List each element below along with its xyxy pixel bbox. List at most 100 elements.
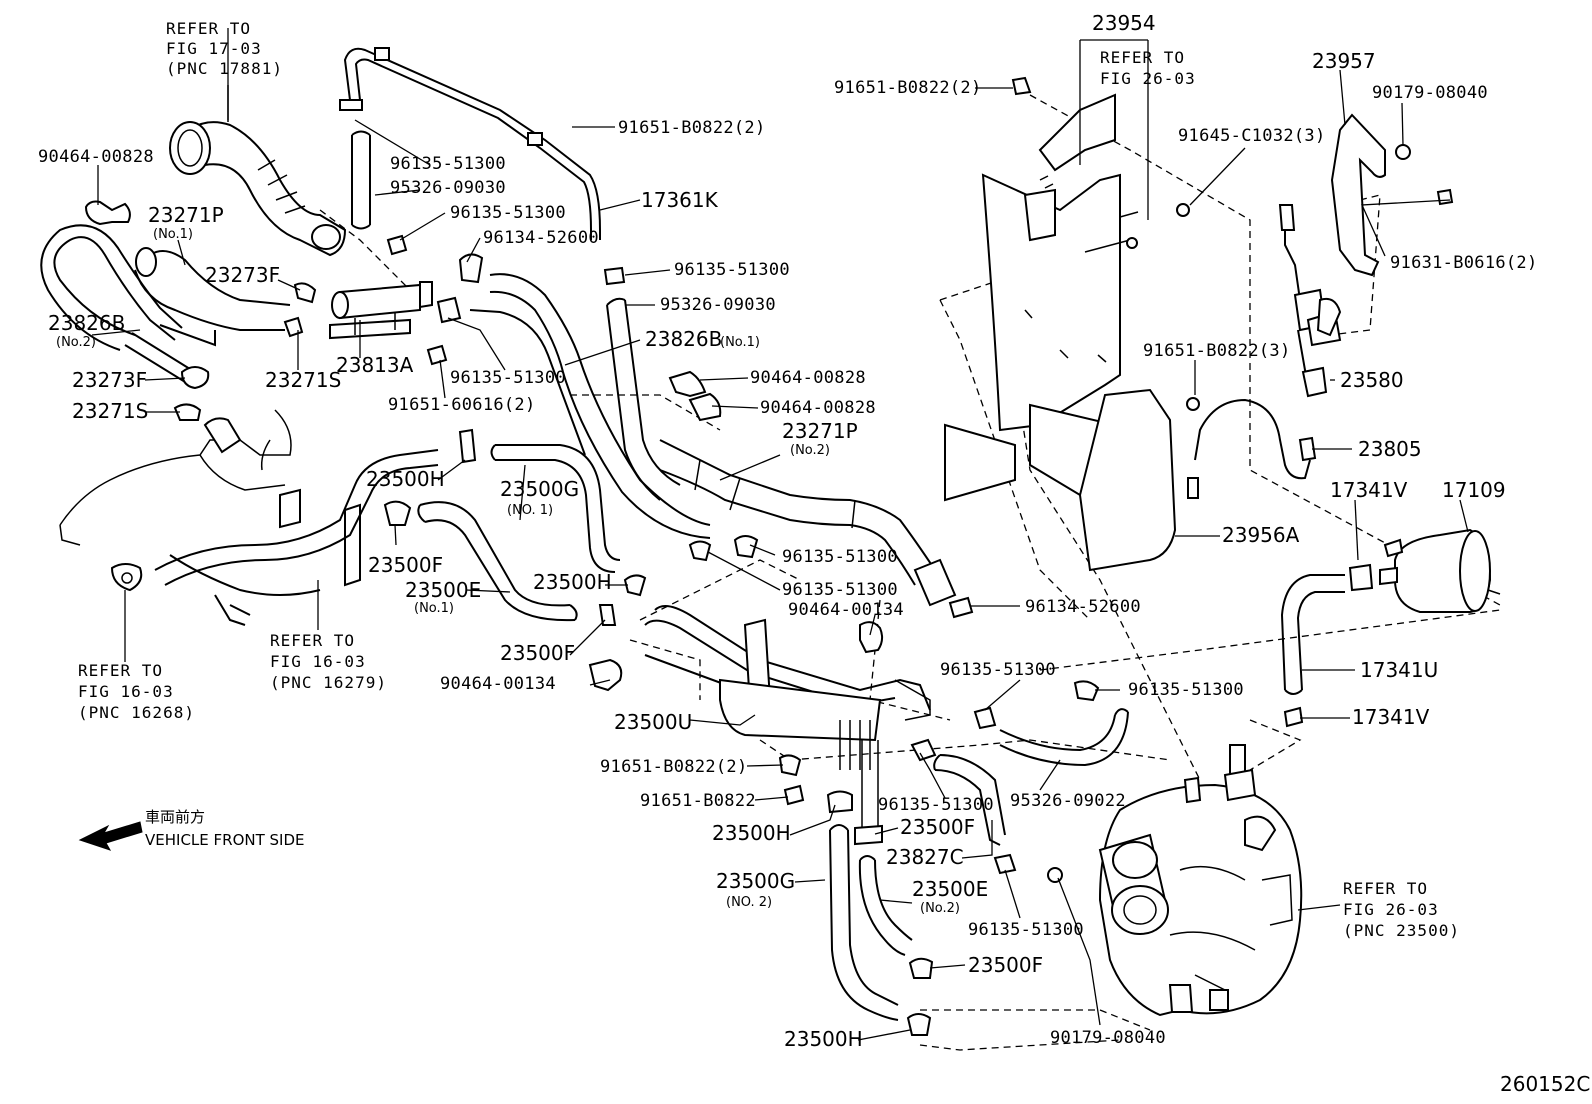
hose-23271p-no2 <box>659 439 957 607</box>
hose-23500e-no2 <box>854 824 913 956</box>
label-96135-51300-b2: 96135-51300 <box>968 920 1084 940</box>
label-96135-51300-m1: 96135-51300 <box>674 260 790 280</box>
hose-23805 <box>1187 398 1317 499</box>
label-90464-00828-left: 90464-00828 <box>38 147 154 167</box>
intake-duct <box>169 85 347 257</box>
label-23271s-1: 23271S <box>265 368 341 392</box>
label-23580: 23580 <box>1340 368 1404 392</box>
label-23500h-1: 23500H <box>366 467 445 491</box>
label-90464-00828-m2: 90464-00828 <box>760 398 876 418</box>
ref-fig-16-03-b-line1: REFER TO <box>78 661 163 680</box>
pipe-bracket-23500u <box>644 605 931 830</box>
label-23826b-no2-sub: (No.2) <box>56 335 96 350</box>
label-91651-b0822-2-mid: 91651-B0822(2) <box>618 118 766 138</box>
hose-23271p-no1 <box>134 247 291 347</box>
label-96135-51300-c1: 96135-51300 <box>782 547 898 567</box>
hose-17341u <box>1280 563 1374 728</box>
label-96135-51300-top2: 96135-51300 <box>450 203 566 223</box>
label-17361k: 17361K <box>641 188 719 212</box>
label-90464-00134-left: 90464-00134 <box>440 674 556 694</box>
label-91651-b0822-2-top: 91651-B0822(2) <box>834 78 982 98</box>
label-23500e-no2-sub: (No.2) <box>920 901 960 916</box>
label-95326-09030-top: 95326-09030 <box>390 178 506 198</box>
label-23500f-3: 23500F <box>900 815 975 839</box>
label-23500u: 23500U <box>614 710 692 734</box>
clamps-lower <box>778 680 1100 1036</box>
label-23805: 23805 <box>1358 437 1422 461</box>
vehicle-front-label: 車両前方 VEHICLE FRONT SIDE <box>145 808 305 849</box>
front-label-jp: 車両前方 <box>145 808 205 826</box>
label-95326-09022: 95326-09022 <box>1010 791 1126 811</box>
label-96134-52600-top: 96134-52600 <box>483 228 599 248</box>
label-23500g-no2-sub: (NO. 2) <box>726 895 772 910</box>
part-labels: 23954 23957 91651-B0822(2) 90179-08040 9… <box>38 11 1537 1051</box>
ref-fig-16-03-b-line2: FIG 16-03 <box>78 682 174 701</box>
panel-23954 <box>944 93 1177 572</box>
ref-fig-16-03-a-line2: FIG 16-03 <box>270 652 366 671</box>
label-23271s-2: 23271S <box>72 399 148 423</box>
label-91651-b0822-2-bottom: 91651-B0822(2) <box>600 757 748 777</box>
label-23826b-no2: 23826B <box>48 311 125 335</box>
label-91645-c1032-3: 91645-C1032(3) <box>1178 126 1326 146</box>
label-23500h-4: 23500H <box>784 1027 863 1051</box>
leader-lines <box>91 28 1469 1041</box>
label-90179-08040-bottom: 90179-08040 <box>1050 1028 1166 1048</box>
diagram-code: 260152C <box>1500 1072 1590 1096</box>
front-label-en: VEHICLE FRONT SIDE <box>145 831 305 849</box>
label-96135-51300-m2: 96135-51300 <box>450 368 566 388</box>
label-90464-00134-center: 90464-00134 <box>788 600 904 620</box>
label-23500g-no1: 23500G <box>500 477 579 501</box>
regulator-assembly <box>1098 744 1303 1017</box>
label-91651-b0822-bottom: 91651-B0822 <box>640 791 756 811</box>
label-95326-09030-mid: 95326-09030 <box>660 295 776 315</box>
label-96135-51300-r1: 96135-51300 <box>940 660 1056 680</box>
canister-17109 <box>1379 528 1501 613</box>
ref-fig-26-03-top-line2: FIG 26-03 <box>1100 69 1196 88</box>
ref-fig-26-03-top-line1: REFER TO <box>1100 48 1185 67</box>
clamps-mid <box>386 234 974 619</box>
label-23826b-no1: 23826B <box>645 327 722 351</box>
label-90179-08040-top: 90179-08040 <box>1372 83 1488 103</box>
ref-fig-17-03-line2: FIG 17-03 <box>166 39 262 58</box>
hose-23500e-no1 <box>417 501 578 622</box>
ref-fig-17-03-line3: (PNC 17881) <box>166 59 283 78</box>
label-23500h-2: 23500H <box>533 570 612 594</box>
label-23500g-no2: 23500G <box>716 869 795 893</box>
label-17109: 17109 <box>1442 478 1506 502</box>
label-91651-b0822-3: 91651-B0822(3) <box>1143 341 1291 361</box>
clamps-mid-left <box>383 428 647 692</box>
connector-23813a <box>329 281 448 366</box>
ref-fig-16-03-a-line3: (PNC 16279) <box>270 673 387 692</box>
ref-fig-26-03-bot-line3: (PNC 23500) <box>1343 921 1460 940</box>
label-23271p-no1-sub: (No.1) <box>153 227 193 242</box>
ref-fig-16-03-a-line1: REFER TO <box>270 631 355 650</box>
hose-95326-09022 <box>999 708 1129 767</box>
label-23954: 23954 <box>1092 11 1156 35</box>
pipe-17361k <box>339 47 601 240</box>
label-91651-60616-2: 91651-60616(2) <box>388 395 536 415</box>
hose-95326-09030-top <box>351 130 371 230</box>
hose-23500h-g-no2 <box>826 790 899 1021</box>
label-17341u: 17341U <box>1360 658 1438 682</box>
hose-23500g-no1 <box>490 444 621 573</box>
label-96135-51300-b1: 96135-51300 <box>878 795 994 815</box>
label-17341v-top: 17341V <box>1330 478 1408 502</box>
label-96135-51300-top: 96135-51300 <box>390 154 506 174</box>
reference-notes: REFER TO FIG 17-03 (PNC 17881) REFER TO … <box>78 19 1460 940</box>
hose-assembly-left <box>110 449 439 626</box>
label-23827c: 23827C <box>886 845 964 869</box>
label-23957: 23957 <box>1312 49 1376 73</box>
label-23273f-1: 23273F <box>205 263 280 287</box>
label-23500f-1: 23500F <box>368 553 443 577</box>
label-23271p-no2-sub: (No.2) <box>790 443 830 458</box>
label-96135-51300-c2: 96135-51300 <box>782 580 898 600</box>
hose-23826b-no1 <box>469 273 711 539</box>
clamp-90464-00134-center <box>859 621 884 654</box>
bracket-23957 <box>1330 113 1454 277</box>
label-23273f-2: 23273F <box>72 368 147 392</box>
ref-fig-16-03-b-line3: (PNC 16268) <box>78 703 195 722</box>
label-23500f-4: 23500F <box>968 953 1043 977</box>
label-23500f-2: 23500F <box>500 641 575 665</box>
